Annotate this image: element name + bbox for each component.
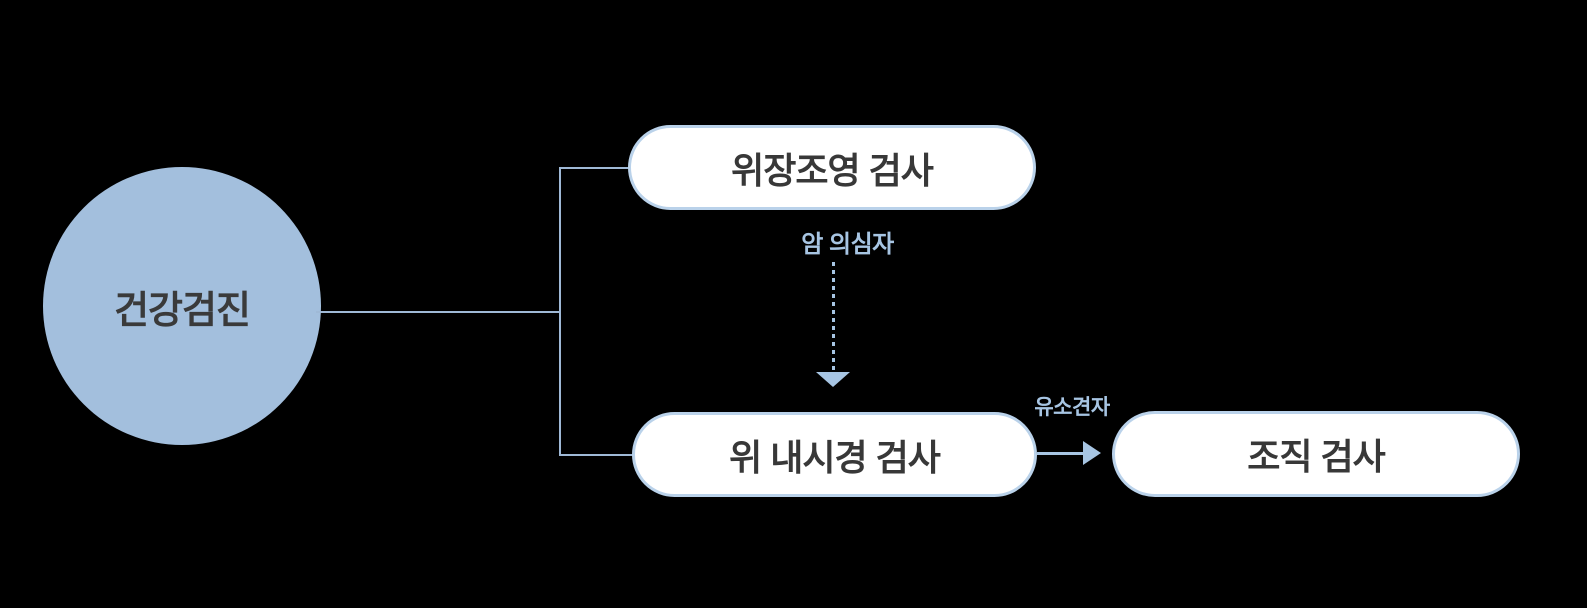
arrowhead-right-icon bbox=[1083, 441, 1101, 465]
start-node-label: 건강검진 bbox=[114, 289, 251, 332]
node-endoscopy-exam-label: 위 내시경 검사 bbox=[729, 436, 941, 478]
connector-top-stub-line bbox=[559, 167, 630, 169]
connector-main-line bbox=[316, 311, 561, 313]
node-biopsy-exam-label: 조직 검사 bbox=[1247, 436, 1385, 477]
edge-label-cancer-suspect: 암 의심자 bbox=[801, 231, 894, 258]
edge-label-abnormal-finding: 유소견자 bbox=[1034, 396, 1110, 419]
node-gastrography-exam: 위장조영 검사 bbox=[628, 125, 1036, 210]
solid-arrow-line bbox=[1037, 452, 1084, 455]
arrowhead-down-icon bbox=[816, 372, 850, 387]
node-endoscopy-exam: 위 내시경 검사 bbox=[632, 412, 1037, 497]
start-node-health-checkup: 건강검진 bbox=[43, 167, 321, 445]
node-biopsy-exam: 조직 검사 bbox=[1112, 411, 1520, 497]
node-gastrography-exam-label: 위장조영 검사 bbox=[731, 149, 934, 191]
connector-branch-line bbox=[559, 167, 561, 456]
connector-bottom-stub-line bbox=[559, 454, 634, 456]
dotted-arrow-line bbox=[832, 262, 835, 373]
